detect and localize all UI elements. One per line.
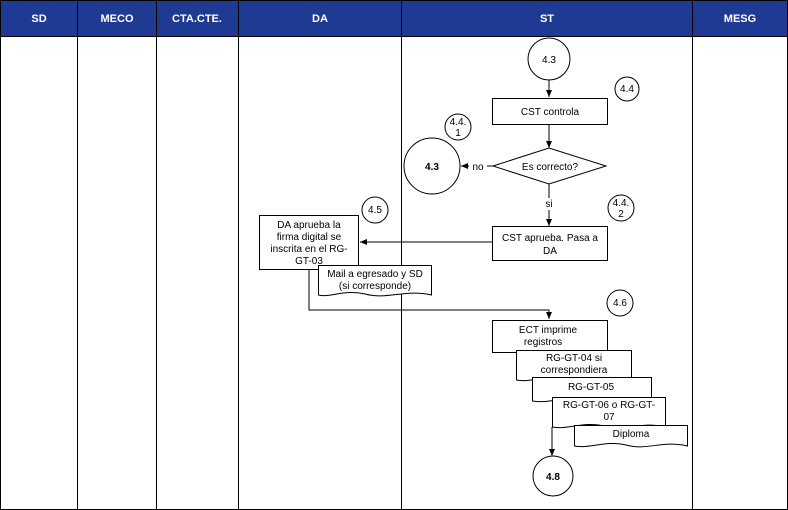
svg-text:CST aprueba. Pasa a: CST aprueba. Pasa a [502, 233, 598, 244]
connector-4-3-left: 4.3 [403, 137, 461, 195]
svg-text:GT-03: GT-03 [295, 256, 323, 267]
svg-text:4.8: 4.8 [546, 472, 560, 483]
ref-4-6: 4.6 [606, 289, 634, 317]
lane-header-meco: MECO [101, 13, 134, 25]
svg-text:correspondiera: correspondiera [541, 365, 608, 376]
svg-text:firma digital se: firma digital se [277, 232, 342, 243]
process-ect-imprime: ECT imprime registros [492, 320, 608, 353]
svg-text:registros: registros [524, 337, 562, 348]
decision-es-correcto: Es correcto? [491, 147, 608, 185]
lane-header-st: ST [540, 13, 554, 25]
edge-da-to-ect-imprime [308, 270, 552, 319]
svg-text:RG-GT-06 o RG-GT-: RG-GT-06 o RG-GT- [563, 400, 655, 411]
svg-text:inscrita en el RG-: inscrita en el RG- [270, 244, 347, 255]
svg-text:DA aprueba la: DA aprueba la [277, 220, 341, 231]
svg-text:4.4.: 4.4. [613, 198, 630, 209]
lane-header-sd: SD [31, 13, 46, 25]
lane-header-row: SD MECO CTA.CTE. DA ST MESG [0, 0, 788, 36]
svg-text:07: 07 [603, 412, 615, 423]
svg-text:CST controla: CST controla [521, 107, 580, 118]
ref-4-4: 4.4 [614, 76, 640, 102]
svg-text:4.5: 4.5 [368, 205, 382, 216]
svg-text:4.6: 4.6 [613, 298, 627, 309]
process-cst-aprueba: CST aprueba. Pasa a DA [492, 226, 608, 261]
svg-text:Mail a egresado y SD: Mail a egresado y SD [327, 269, 423, 280]
ref-4-5: 4.5 [361, 196, 389, 224]
svg-text:RG-GT-05: RG-GT-05 [568, 382, 615, 393]
lane-header-da: DA [312, 13, 328, 25]
svg-text:(si corresponde): (si corresponde) [339, 281, 411, 292]
svg-text:ECT imprime: ECT imprime [519, 325, 578, 336]
document-diploma: Diploma [574, 425, 688, 448]
svg-text:1: 1 [455, 128, 461, 139]
connector-4-3-top: 4.3 [527, 37, 571, 81]
svg-text:4.4.: 4.4. [450, 117, 467, 128]
svg-text:Es correcto?: Es correcto? [522, 162, 579, 173]
lane-header-mesg: MESG [724, 13, 756, 25]
svg-text:4.3: 4.3 [542, 55, 556, 66]
svg-text:DA: DA [543, 246, 557, 257]
edge-label-si: si [545, 199, 552, 210]
document-mail-egresado: Mail a egresado y SD (si corresponde) [318, 265, 432, 297]
document-rg-gt-06: RG-GT-06 o RG-GT- 07 [552, 397, 666, 429]
ref-4-4-2: 4.4. 2 [607, 194, 635, 222]
lane-header-cta-cte: CTA.CTE. [172, 13, 222, 25]
process-da-aprueba: DA aprueba la firma digital se inscrita … [259, 215, 359, 270]
svg-text:RG-GT-04 si: RG-GT-04 si [546, 353, 602, 364]
svg-text:4.3: 4.3 [425, 162, 439, 173]
process-cst-controla: CST controla [492, 98, 608, 125]
svg-text:Diploma: Diploma [613, 429, 650, 440]
edge-label-no: no [472, 162, 484, 173]
document-rg-gt-04: RG-GT-04 si correspondiera [516, 350, 632, 382]
connector-4-8: 4.8 [532, 455, 574, 497]
ref-4-4-1: 4.4. 1 [444, 113, 472, 141]
svg-text:4.4: 4.4 [620, 84, 634, 95]
svg-text:2: 2 [618, 209, 624, 220]
